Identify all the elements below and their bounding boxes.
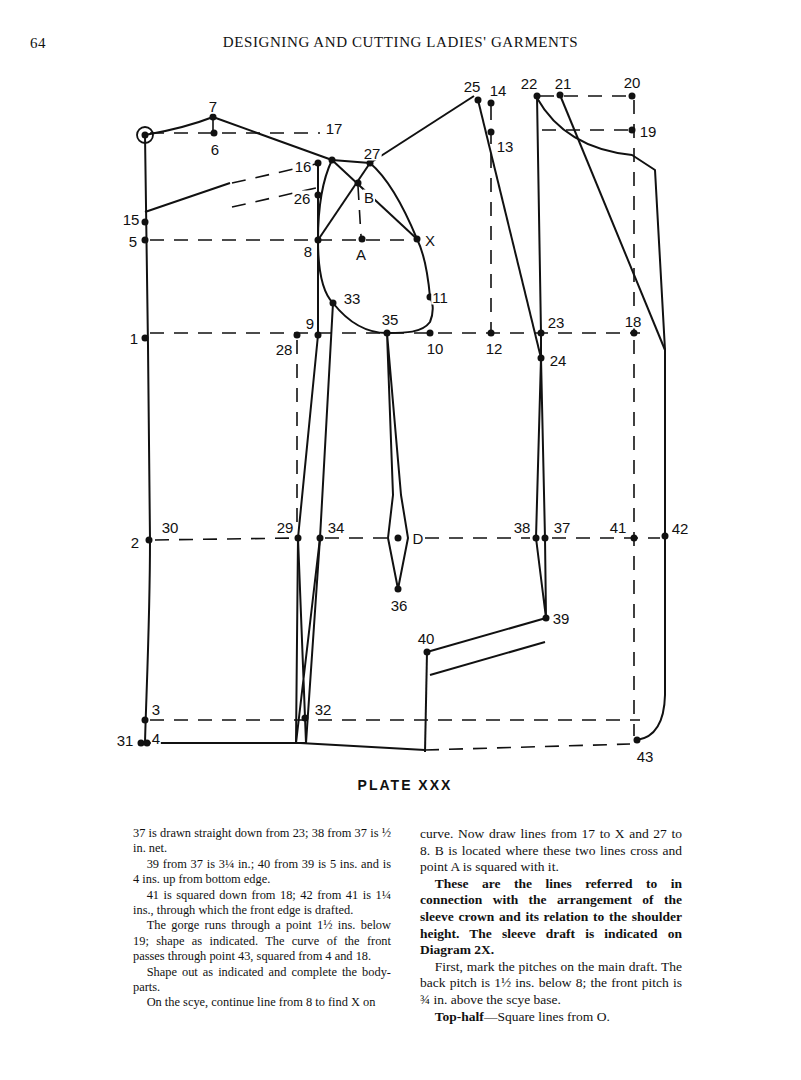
body-paragraph: On the scye, continue line from 8 to fin… xyxy=(133,995,391,1010)
point-label: 8 xyxy=(303,244,313,259)
page-number: 64 xyxy=(30,36,46,51)
point-label: A xyxy=(355,247,367,262)
point-label: 10 xyxy=(426,341,445,356)
body-text: First, mark the pitches on the main draf… xyxy=(420,959,682,1007)
dashed-construction-lines xyxy=(150,96,660,750)
point-label: 26 xyxy=(293,191,312,206)
point-label: 36 xyxy=(390,598,409,613)
outline-lines xyxy=(140,95,665,752)
body-text: 37 is drawn straight down from 23; 38 fr… xyxy=(133,826,391,855)
body-paragraph: 37 is drawn straight down from 23; 38 fr… xyxy=(133,826,391,857)
point-label: 18 xyxy=(624,314,643,329)
point-label: 32 xyxy=(314,702,333,717)
point-label: 2 xyxy=(130,535,140,550)
body-paragraph: 39 from 37 is 3¼ in.; 40 from 39 is 5 in… xyxy=(133,857,391,888)
running-head: DESIGNING AND CUTTING LADIES' GARMENTS xyxy=(0,35,801,50)
point-label: 24 xyxy=(549,353,568,368)
body-text: On the scye, continue line from 8 to fin… xyxy=(147,995,376,1009)
text-column: curve. Now draw lines from 17 to X and 2… xyxy=(420,826,682,1025)
point-label: 16 xyxy=(294,159,313,174)
point-label: 31 xyxy=(116,733,135,748)
body-paragraph: 41 is squared down from 18; 42 from 41 i… xyxy=(133,888,391,919)
point-label: 40 xyxy=(417,631,436,646)
point-label: 13 xyxy=(496,139,515,154)
origin-ring xyxy=(137,127,153,143)
point-label: 15 xyxy=(122,212,141,227)
body-text: 41 is squared down from 18; 42 from 41 i… xyxy=(133,888,391,917)
body-text: Shape out as indicated and complete the … xyxy=(133,965,391,994)
plate-caption: PLATE XXX xyxy=(358,777,453,793)
point-label: D xyxy=(412,531,425,546)
point-label: 35 xyxy=(381,312,400,327)
body-text: 39 from 37 is 3¼ in.; 40 from 39 is 5 in… xyxy=(133,857,391,886)
point-label: 9 xyxy=(305,316,315,331)
point-label: 12 xyxy=(485,341,504,356)
point-label: 7 xyxy=(208,99,218,114)
point-label: 14 xyxy=(489,83,508,98)
bold-text: Top-half xyxy=(435,1009,484,1024)
point-label: 34 xyxy=(327,520,346,535)
body-text: The gorge runs through a point 1½ ins. b… xyxy=(133,918,391,963)
point-label: 25 xyxy=(463,79,482,94)
body-paragraph: First, mark the pitches on the main draf… xyxy=(420,959,682,1009)
point-label: 21 xyxy=(554,76,573,91)
point-label: B xyxy=(363,190,375,205)
body-paragraph: Shape out as indicated and complete the … xyxy=(133,965,391,996)
point-label: 4 xyxy=(151,731,161,746)
point-label: 29 xyxy=(276,520,295,535)
point-label: 43 xyxy=(636,749,655,764)
point-label: 30 xyxy=(161,520,180,535)
point-label: 38 xyxy=(513,520,532,535)
bold-text: These are the lines referred to in conne… xyxy=(420,876,682,957)
point-label: 23 xyxy=(547,315,566,330)
point-label: 5 xyxy=(128,234,138,249)
point-label: 19 xyxy=(639,124,658,139)
point-label: X xyxy=(424,233,436,248)
point-label: 1 xyxy=(129,331,139,346)
point-label: 41 xyxy=(609,520,628,535)
point-label: 28 xyxy=(275,342,294,357)
point-label: 33 xyxy=(343,291,362,306)
point-label: 17 xyxy=(325,121,344,136)
body-paragraph: These are the lines referred to in conne… xyxy=(420,876,682,959)
point-label: 20 xyxy=(623,75,642,90)
body-paragraph: curve. Now draw lines from 17 to X and 2… xyxy=(420,826,682,876)
draft-points xyxy=(138,92,669,747)
body-text: curve. Now draw lines from 17 to X and 2… xyxy=(420,826,682,874)
body-paragraph: Top-half—Square lines from O. xyxy=(420,1009,682,1026)
body-text: —Square lines from O. xyxy=(484,1009,610,1024)
body-paragraph: The gorge runs through a point 1½ ins. b… xyxy=(133,918,391,964)
point-label: 6 xyxy=(210,142,220,157)
point-label: 11 xyxy=(431,290,449,305)
point-label: 42 xyxy=(671,521,690,536)
point-label: 22 xyxy=(520,76,539,91)
point-label: 37 xyxy=(553,520,572,535)
text-column: 37 is drawn straight down from 23; 38 fr… xyxy=(133,826,391,1011)
point-label: 27 xyxy=(363,146,382,161)
point-label: 39 xyxy=(552,611,571,626)
point-label: 3 xyxy=(151,702,161,717)
